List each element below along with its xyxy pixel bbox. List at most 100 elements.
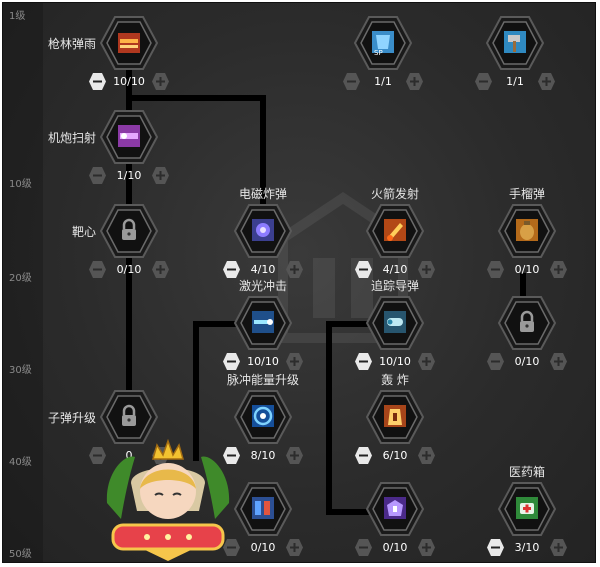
skill-name: 手榴弹 <box>508 187 545 201</box>
minus-button[interactable] <box>354 538 373 557</box>
skill-point-controls: 4/10 <box>354 259 436 279</box>
skill-node[interactable] <box>366 203 424 259</box>
grenade-icon[interactable] <box>498 203 556 259</box>
hammer-icon[interactable] <box>486 15 544 71</box>
minus-button[interactable] <box>222 538 241 557</box>
laser-impact-icon[interactable] <box>234 295 292 351</box>
cannon-sweep-icon[interactable] <box>100 109 158 165</box>
skill-node[interactable] <box>498 481 556 537</box>
skill-point-controls: 0/10 <box>486 351 568 371</box>
level-marker: 30级 <box>9 365 32 376</box>
level-marker: 40级 <box>9 457 32 468</box>
skill-point-controls: 1/10 <box>88 165 170 185</box>
plus-button[interactable] <box>549 352 568 371</box>
skill-name: 医药箱 <box>508 465 545 479</box>
minus-button[interactable] <box>222 352 241 371</box>
skill-point-controls: 3/10 <box>486 537 568 557</box>
plus-button[interactable] <box>549 260 568 279</box>
skill-node[interactable] <box>234 295 292 351</box>
skill-point-controls: 6/10 <box>354 445 436 465</box>
skill-node[interactable] <box>234 389 292 445</box>
minus-button[interactable] <box>88 72 107 91</box>
skill-node[interactable] <box>234 481 292 537</box>
skill-name: 枪林弹雨 <box>47 37 96 51</box>
skill-count: 0/10 <box>514 262 540 276</box>
skill-count: 10/10 <box>247 354 279 368</box>
skill-name: 机炮扫射 <box>47 131 96 145</box>
skill-count: 6/10 <box>382 448 408 462</box>
level-marker: 10级 <box>9 179 32 190</box>
skill-name: 追踪导弹 <box>370 279 419 293</box>
pulse-energy-icon[interactable] <box>234 389 292 445</box>
skill-node[interactable]: SP <box>354 15 412 71</box>
skill-node[interactable] <box>366 481 424 537</box>
connector-line <box>126 95 266 101</box>
skill-count: 0/10 <box>116 262 142 276</box>
homing-missile-icon[interactable] <box>366 295 424 351</box>
skill-name: 子弹升级 <box>47 411 96 425</box>
skill-node[interactable] <box>498 295 556 351</box>
minus-button[interactable] <box>342 72 361 91</box>
plus-button[interactable] <box>417 538 436 557</box>
skill-count: 0 <box>125 448 133 462</box>
skill-name: 火箭发射 <box>370 187 419 201</box>
blue-tech-icon[interactable] <box>234 481 292 537</box>
lock-icon[interactable] <box>498 295 556 351</box>
bombard-icon[interactable] <box>366 389 424 445</box>
plus-button[interactable] <box>151 260 170 279</box>
plus-button[interactable] <box>285 538 304 557</box>
minus-button[interactable] <box>354 260 373 279</box>
skill-node[interactable] <box>100 109 158 165</box>
bullet-storm-icon[interactable] <box>100 15 158 71</box>
minus-button[interactable] <box>486 538 505 557</box>
skill-node[interactable] <box>100 389 158 445</box>
skill-point-controls: 1/1 <box>342 71 424 91</box>
plus-button[interactable] <box>285 446 304 465</box>
plus-button[interactable] <box>151 166 170 185</box>
plus-button[interactable] <box>285 260 304 279</box>
minus-button[interactable] <box>474 72 493 91</box>
skill-node[interactable] <box>100 203 158 259</box>
minus-button[interactable] <box>88 166 107 185</box>
minus-button[interactable] <box>354 352 373 371</box>
skill-node[interactable] <box>100 15 158 71</box>
lock-icon[interactable] <box>100 203 158 259</box>
plus-button[interactable] <box>151 72 170 91</box>
minus-button[interactable] <box>222 446 241 465</box>
plus-button[interactable] <box>417 352 436 371</box>
skill-point-controls: 4/10 <box>222 259 304 279</box>
skill-node[interactable] <box>234 203 292 259</box>
connector-line <box>193 321 263 327</box>
skill-node[interactable] <box>366 295 424 351</box>
minus-button[interactable] <box>222 260 241 279</box>
rocket-launch-icon[interactable] <box>366 203 424 259</box>
emp-bomb-icon[interactable] <box>234 203 292 259</box>
medkit-icon[interactable] <box>498 481 556 537</box>
plus-button[interactable] <box>417 260 436 279</box>
minus-button[interactable] <box>486 352 505 371</box>
level-marker: 50级 <box>9 549 32 560</box>
skill-node[interactable] <box>366 389 424 445</box>
plus-button[interactable] <box>549 538 568 557</box>
skill-point-controls: 8/10 <box>222 445 304 465</box>
connector-line <box>326 321 396 327</box>
skill-node[interactable] <box>486 15 544 71</box>
plus-button[interactable] <box>537 72 556 91</box>
svg-text:SP: SP <box>374 49 383 57</box>
minus-button[interactable] <box>88 260 107 279</box>
plus-button[interactable] <box>405 72 424 91</box>
minus-button[interactable] <box>88 446 107 465</box>
skill-count: 10/10 <box>113 74 145 88</box>
skill-count: 10/10 <box>379 354 411 368</box>
skill-point-controls: 1/1 <box>474 71 556 91</box>
connector-line <box>260 95 266 205</box>
minus-button[interactable] <box>354 446 373 465</box>
sp-shield-icon[interactable]: SP <box>354 15 412 71</box>
skill-point-controls: 10/10 <box>222 351 304 371</box>
skill-node[interactable] <box>498 203 556 259</box>
plus-button[interactable] <box>285 352 304 371</box>
purple-armor-icon[interactable] <box>366 481 424 537</box>
lock-icon[interactable] <box>100 389 158 445</box>
plus-button[interactable] <box>417 446 436 465</box>
minus-button[interactable] <box>486 260 505 279</box>
